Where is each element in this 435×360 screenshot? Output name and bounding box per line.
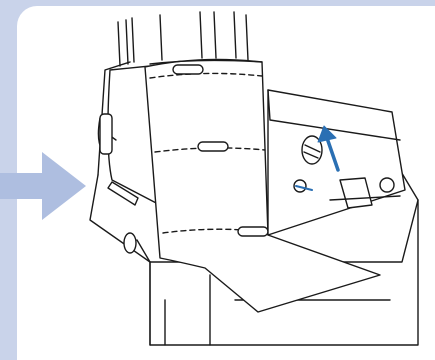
label-printer-illustration	[0, 0, 435, 360]
instruction-page	[0, 0, 435, 360]
